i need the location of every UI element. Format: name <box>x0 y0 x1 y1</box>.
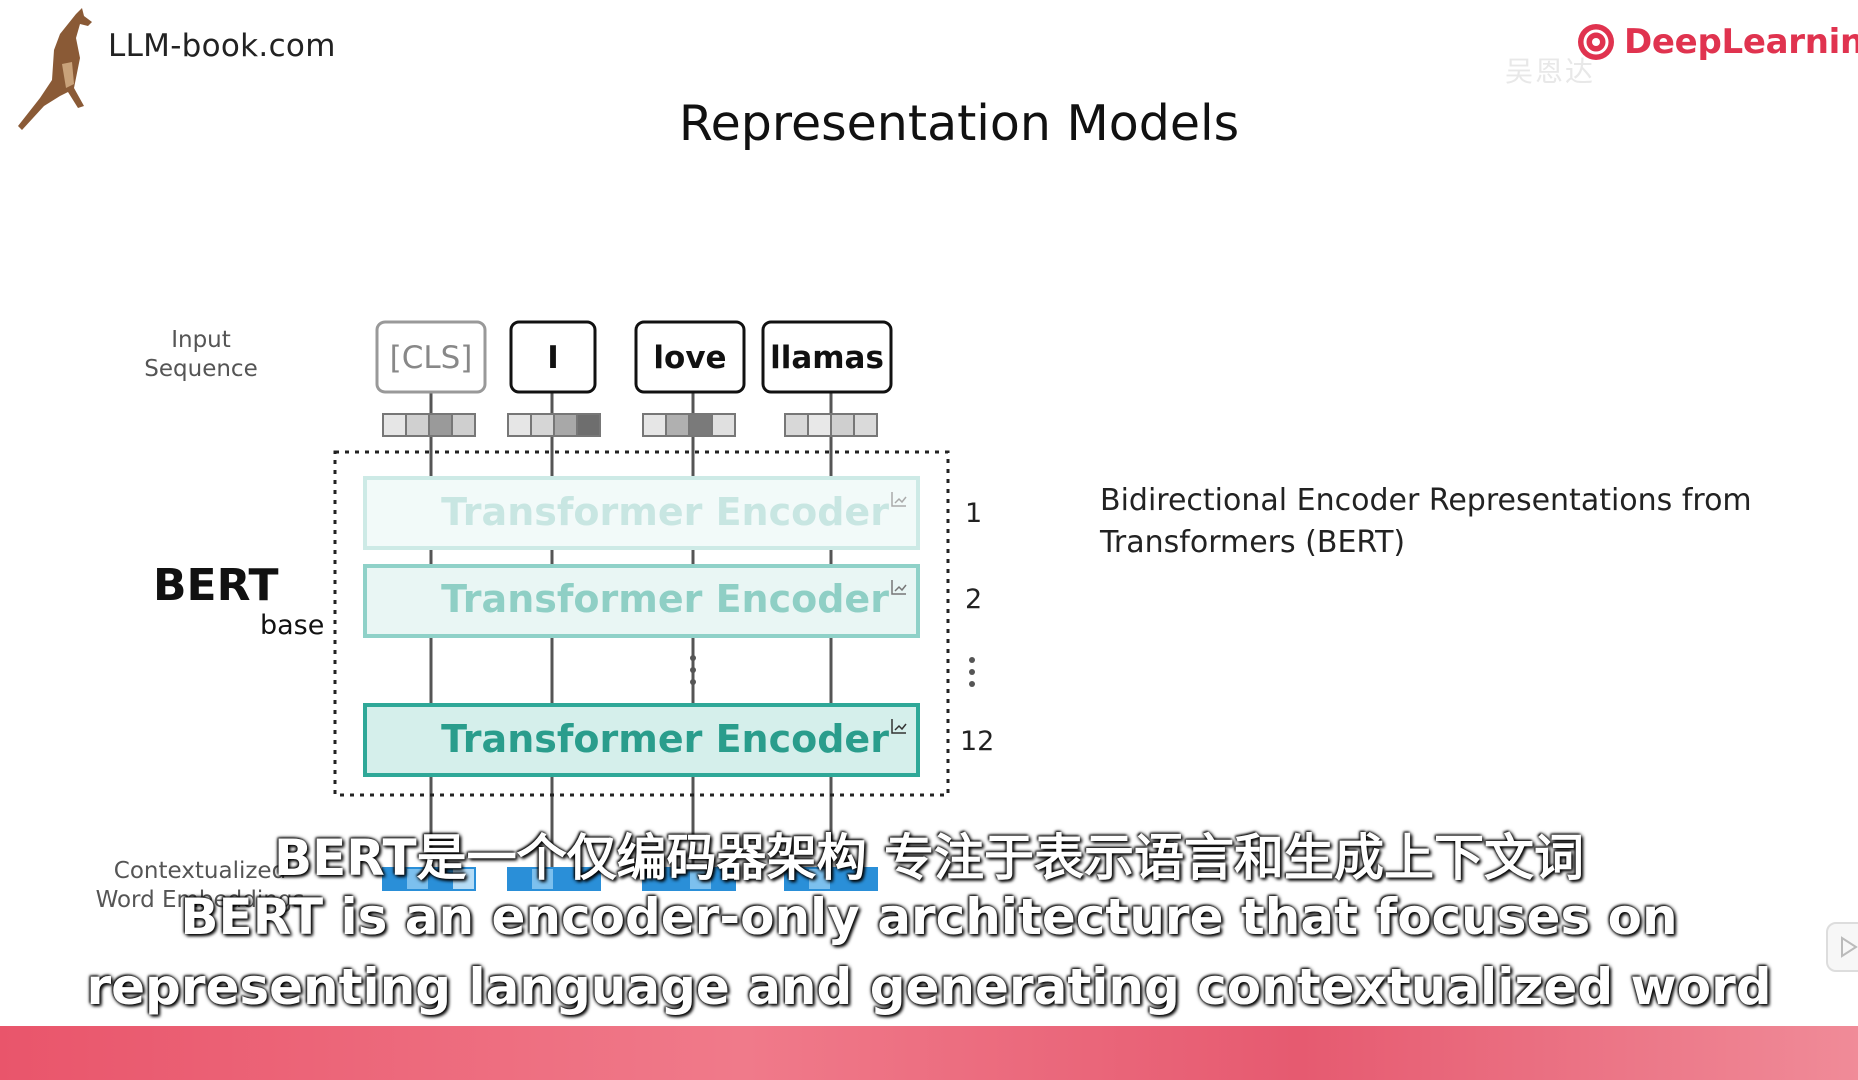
deeplearning-logo-icon <box>1578 24 1614 60</box>
bert-container <box>333 450 950 797</box>
side-play-button[interactable] <box>1826 922 1858 972</box>
output-embedding-love <box>642 867 736 891</box>
chart-icon <box>891 580 907 595</box>
chart-icon <box>891 492 907 507</box>
token-cls-text: [CLS] <box>390 340 473 376</box>
output-label-line1: Contextualized <box>114 858 286 884</box>
encoder-1-label: Transformer Encoder <box>441 490 889 534</box>
input-embedding-llamas <box>784 413 878 437</box>
encoder-2-label: Transformer Encoder <box>441 577 889 621</box>
watermark-text: 吴恩达 <box>1505 55 1596 88</box>
input-label-line2: Sequence <box>144 356 257 382</box>
bert-label: BERT <box>153 560 279 611</box>
subtitle-chinese: BERT是一个仅编码器架构 专注于表示语言和生成上下文词 <box>273 829 1585 887</box>
token-cls: [CLS] <box>375 320 487 394</box>
layer-number-2: 2 <box>965 584 982 615</box>
encoder-12-label: Transformer Encoder <box>441 717 889 761</box>
brand-text: DeepLearning. <box>1624 22 1858 62</box>
bottom-banner <box>0 1026 1858 1080</box>
kangaroo-logo-icon <box>6 4 126 144</box>
bert-description: Bidirectional Encoder Representations fr… <box>1100 483 1752 560</box>
token-llamas: llamas <box>761 320 893 394</box>
site-name[interactable]: LLM-book.com <box>108 28 336 64</box>
encoder-layer-12: Transformer Encoder <box>363 703 920 777</box>
token-llamas-text: llamas <box>770 340 884 376</box>
input-embedding-love <box>642 413 736 437</box>
encoder-layer-1: Transformer Encoder <box>363 476 920 550</box>
layer-number-1: 1 <box>965 498 982 529</box>
encoder-layer-2: Transformer Encoder <box>363 564 920 638</box>
layer-number-12: 12 <box>960 726 994 757</box>
chart-icon <box>891 719 907 734</box>
output-embedding-i <box>507 867 601 891</box>
output-label-line2: Word Embeddings <box>96 887 305 913</box>
output-embedding-cls <box>382 867 476 891</box>
token-love: love <box>634 320 746 394</box>
input-label-line1: Input <box>171 327 231 353</box>
input-embedding-cls <box>382 413 476 437</box>
brand-logo: DeepLearning. <box>1576 22 1858 62</box>
input-embedding-i <box>507 413 601 437</box>
layer-ellipsis <box>690 655 975 687</box>
subtitle-english-line1: BERT is an encoder-only architecture tha… <box>180 888 1678 946</box>
token-love-text: love <box>653 340 726 376</box>
token-i-text: I <box>547 340 559 376</box>
subtitle-english-line2: representing language and generating con… <box>86 958 1772 1016</box>
slide-title: Representation Models <box>678 95 1240 152</box>
output-embedding-llamas <box>784 867 878 891</box>
bert-variant-label: base <box>260 610 324 641</box>
play-icon <box>1841 936 1858 958</box>
token-i: I <box>509 320 597 394</box>
